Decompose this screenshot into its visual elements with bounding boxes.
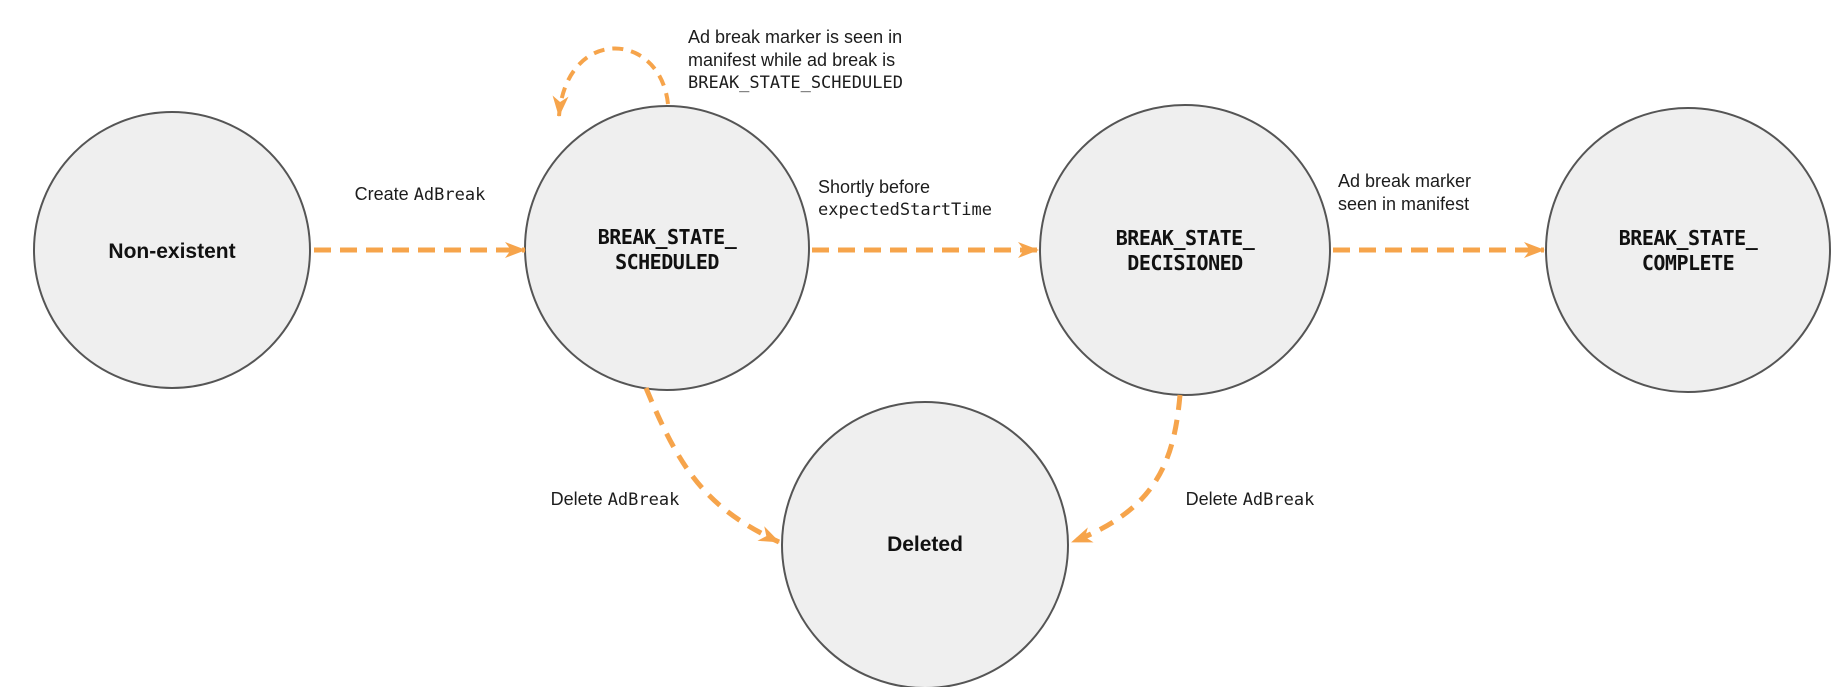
label-break-state-complete-line2: COMPLETE (1641, 251, 1735, 275)
edge-label-self-loop-line2: manifest while ad break is (688, 50, 896, 70)
edge-label-marker-seen-line2: seen in manifest (1338, 194, 1470, 214)
edge-label-self-loop-line1: Ad break marker is seen in (688, 27, 903, 47)
edge-delete-from-scheduled (643, 387, 781, 545)
state-circle-complete (1545, 107, 1831, 393)
label-break-state-scheduled-line1: BREAK_STATE_ (597, 225, 737, 249)
edge-label-delete-from-scheduled: Delete AdBreak (515, 488, 715, 512)
state-circle-decisioned (1039, 104, 1331, 396)
label-break-state-decisioned-line2: DECISIONED (1127, 251, 1243, 275)
edge-label-self-loop: Ad break marker is seen in manifest whil… (688, 26, 903, 95)
edge-label-shortly-before: Shortly before expectedStartTime (818, 176, 992, 222)
edge-self-loop-scheduled (552, 46, 670, 117)
edge-label-create-code: AdBreak (413, 185, 486, 205)
edge-label-shortly-before-code: expectedStartTime (818, 200, 992, 220)
edge-label-delete-decisioned-code: AdBreak (1242, 490, 1315, 510)
label-break-state-scheduled: BREAK_STATE_ SCHEDULED (598, 225, 737, 275)
label-break-state-complete: BREAK_STATE_ COMPLETE (1619, 226, 1758, 276)
label-deleted: Deleted (887, 533, 963, 556)
state-circle-deleted (781, 401, 1069, 687)
label-break-state-scheduled-line2: SCHEDULED (615, 250, 719, 274)
edge-label-shortly-before-plain: Shortly before (818, 177, 931, 197)
label-break-state-decisioned: BREAK_STATE_ DECISIONED (1116, 226, 1255, 276)
state-circle-non-existent (33, 111, 311, 389)
edge-delete-from-decisioned (1071, 394, 1183, 545)
edge-label-delete-scheduled-plain: Delete (550, 489, 603, 509)
label-non-existent: Non-existent (108, 240, 236, 263)
edge-label-delete-scheduled-code: AdBreak (607, 490, 680, 510)
edge-label-create-adbreak: Create AdBreak (320, 183, 520, 207)
label-break-state-decisioned-line1: BREAK_STATE_ (1115, 226, 1255, 250)
label-break-state-complete-line1: BREAK_STATE_ (1618, 226, 1758, 250)
edge-label-self-loop-code: BREAK_STATE_SCHEDULED (688, 73, 903, 93)
edge-label-marker-seen-line1: Ad break marker (1338, 171, 1472, 191)
edge-label-delete-from-decisioned: Delete AdBreak (1150, 488, 1350, 512)
edge-label-delete-decisioned-plain: Delete (1185, 489, 1238, 509)
edge-label-marker-seen: Ad break marker seen in manifest (1338, 170, 1471, 216)
edge-label-create-plain: Create (354, 184, 409, 204)
